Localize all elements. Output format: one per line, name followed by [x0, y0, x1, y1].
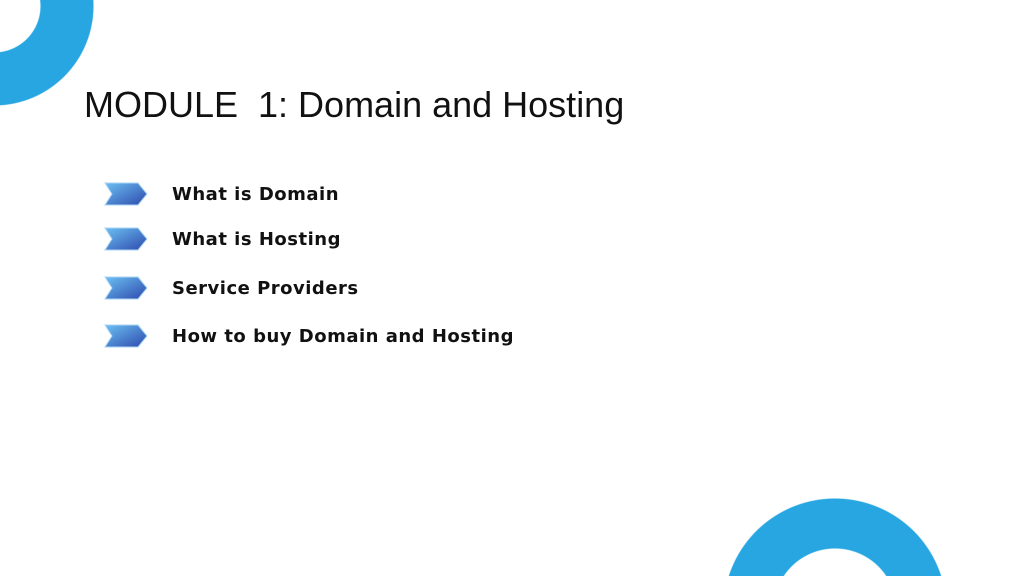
- chevron-arrow-icon: [104, 227, 148, 251]
- item-label: How to buy Domain and Hosting: [172, 325, 514, 347]
- chevron-arrow-icon: [104, 324, 148, 348]
- list-item-what-is-domain: What is Domain: [104, 180, 339, 208]
- item-label: What is Hosting: [172, 228, 341, 250]
- list-item-what-is-hosting: What is Hosting: [104, 225, 341, 253]
- list-item-how-to-buy: How to buy Domain and Hosting: [104, 322, 514, 350]
- item-label: What is Domain: [172, 183, 340, 205]
- list-item-service-providers: Service Providers: [104, 274, 359, 302]
- chevron-arrow-icon: [104, 182, 148, 206]
- slide-title: MODULE 1: Domain and Hosting: [84, 84, 625, 125]
- chevron-arrow-icon: [104, 276, 148, 300]
- item-label: Service Providers: [172, 277, 359, 299]
